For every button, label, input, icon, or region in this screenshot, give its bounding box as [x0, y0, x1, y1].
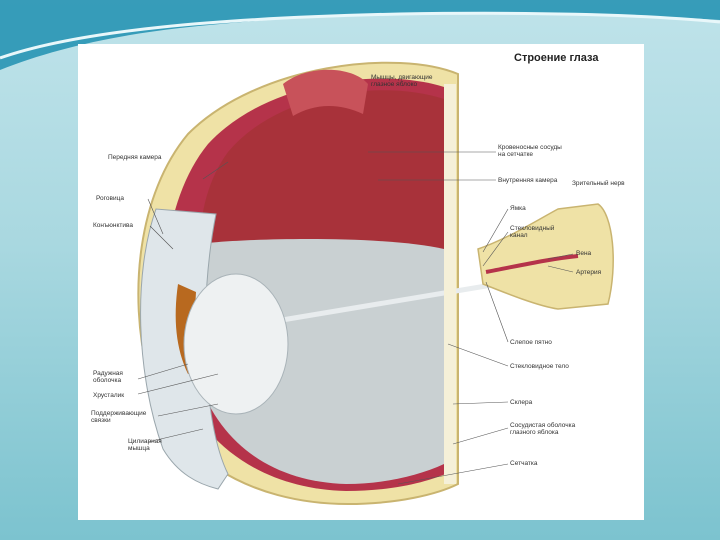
lens — [183, 273, 289, 415]
label-fovea: Ямка — [510, 205, 526, 212]
label-ligaments: Поддерживающие связки — [91, 410, 147, 424]
optic-vessels — [485, 254, 579, 274]
label-lens: Хрусталик — [93, 392, 125, 399]
label-optic-nerve: Зрительный нерв — [572, 180, 625, 187]
eye-cross-section — [137, 61, 614, 506]
label-vein: Вена — [576, 250, 592, 257]
retina-interior — [200, 90, 444, 249]
label-vitreous-body: Стекловидное тело — [510, 363, 569, 370]
section-cut — [444, 84, 456, 484]
label-artery: Артерия — [576, 269, 602, 276]
label-anterior-chamber: Передняя камера — [108, 154, 162, 161]
label-inner-chamber: Внутренняя камера — [498, 177, 558, 184]
label-vitreous-canal: Стекловидный канал — [510, 225, 555, 239]
label-blood-vessels: Кровеносные сосуды на сетчатке — [498, 144, 562, 158]
diagram-panel: Строение глаза Мышцы, двигающие глазное … — [78, 44, 644, 520]
label-conjunctiva: Конъюнктива — [93, 222, 134, 229]
label-choroid: Сосудистая оболочка глазного яблока — [510, 422, 576, 436]
label-blind-spot: Слепое пятно — [510, 339, 552, 346]
label-retina: Сетчатка — [510, 460, 538, 467]
label-muscle: Мышцы, двигающие глазное яблоко — [371, 74, 433, 88]
eye-muscle — [283, 69, 368, 116]
header-swoosh — [0, 0, 720, 70]
label-cornea: Роговица — [96, 195, 124, 202]
label-ciliary-muscle: Цилиарная мышца — [128, 438, 162, 452]
optic-nerve-section — [477, 203, 614, 310]
label-sclera: Склера — [510, 399, 533, 406]
label-iris: Радужная оболочка — [93, 370, 123, 384]
diagram-title: Строение глаза — [514, 52, 599, 64]
